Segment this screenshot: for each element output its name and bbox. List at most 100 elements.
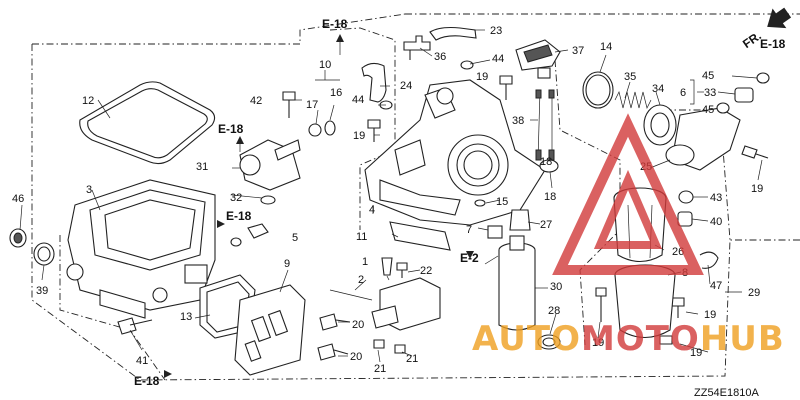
callout-19f: 19 — [592, 337, 604, 349]
callout-17: 17 — [306, 99, 318, 111]
watermark-hub: HUB — [700, 319, 785, 359]
callout-31: 31 — [196, 161, 208, 173]
callout-19e: 19 — [690, 347, 702, 359]
callout-30: 30 — [550, 281, 562, 293]
part-3-chamber-body — [66, 179, 216, 319]
part-2-pin — [329, 289, 373, 301]
part-40-cap — [677, 211, 693, 227]
callout-38: 38 — [512, 115, 524, 127]
callout-18: 18 — [544, 191, 556, 203]
callout-19c: 19 — [751, 183, 763, 195]
callout-28: 28 — [548, 305, 560, 317]
callout-6: 6 — [680, 87, 686, 99]
part-41-bolt — [117, 317, 153, 335]
callout-46: 46 — [12, 193, 24, 205]
callout-4: 4 — [369, 204, 375, 216]
reference-labels: E-18 E-18 E-18 E-18 E-18 E-2 FR. ZZ54E18… — [134, 17, 786, 399]
part-19-bolts — [367, 75, 769, 345]
part-25-housing — [665, 107, 741, 171]
part-5-sensor — [230, 223, 269, 247]
watermark-moto: MOTO — [581, 319, 700, 359]
callout-19: 19 — [476, 71, 488, 83]
ref-e18-bottom: E-18 — [134, 374, 160, 388]
watermark-brand: AUTOMOTOHUB — [472, 319, 785, 359]
callout-2: 2 — [358, 274, 364, 286]
part-4-throttle-body — [364, 79, 546, 226]
part-34-filter — [643, 104, 677, 146]
ref-e18-right: E-18 — [760, 37, 786, 51]
callout-35: 35 — [624, 71, 636, 83]
ref-e18-top: E-18 — [322, 17, 348, 31]
callout-14: 14 — [600, 41, 612, 53]
callout-5: 5 — [292, 232, 298, 244]
assembly-frames — [31, 12, 800, 381]
callout-21b: 21 — [374, 363, 386, 375]
part-37-connector — [515, 39, 561, 79]
leader-lines — [19, 29, 763, 363]
callout-9: 9 — [284, 258, 290, 270]
part-20-bolts — [317, 313, 351, 361]
watermark: AUTOMOTOHUB — [472, 113, 785, 359]
part-1-injector — [381, 257, 393, 276]
part-31-regulator — [239, 139, 301, 191]
part-17-washer — [308, 123, 322, 137]
part-30-fuel-pump — [498, 235, 536, 331]
part-24-hose — [361, 62, 387, 103]
callout-15: 15 — [496, 196, 508, 208]
callout-27: 27 — [540, 219, 552, 231]
callout-18b: 18 — [540, 156, 552, 168]
callout-36: 36 — [434, 51, 446, 63]
part-39-grommet — [33, 242, 55, 266]
callout-42: 42 — [250, 95, 262, 107]
callout-19d: 19 — [704, 309, 716, 321]
front-direction-arrow — [767, 7, 792, 29]
callout-23: 23 — [490, 25, 502, 37]
part-35-spring — [614, 90, 652, 110]
reference-arrows — [164, 34, 474, 378]
callout-19b: 19 — [353, 130, 365, 142]
callout-16: 16 — [330, 87, 342, 99]
part-33-fitting — [734, 87, 754, 103]
part-18-seal — [539, 159, 559, 173]
callout-13: 13 — [180, 311, 192, 323]
part-23-hose — [429, 26, 477, 41]
part-45-seals — [716, 72, 770, 114]
callout-47: 47 — [710, 280, 722, 292]
callout-45: 45 — [702, 70, 714, 82]
part-12-gasket — [79, 81, 216, 165]
part-32-oring — [260, 195, 276, 205]
callout-41: 41 — [136, 355, 148, 367]
part-21-bolts — [373, 339, 406, 354]
callout-29: 29 — [748, 287, 760, 299]
part-14-oring — [582, 71, 614, 109]
callout-33: 33 — [704, 87, 716, 99]
ref-e18-mid: E-18 — [226, 209, 252, 223]
callout-20b: 20 — [350, 351, 362, 363]
part-9-cover — [234, 284, 306, 376]
callout-34: 34 — [652, 83, 664, 95]
watermark-logo-mark — [552, 113, 704, 275]
callout-10: 10 — [319, 59, 331, 71]
callout-40: 40 — [710, 216, 722, 228]
diagram-code: ZZ54E1810A — [694, 387, 759, 399]
callout-22: 22 — [420, 265, 432, 277]
callout-24: 24 — [400, 80, 412, 92]
connector-block — [371, 277, 441, 331]
callout-3: 3 — [86, 184, 92, 196]
callout-1: 1 — [362, 256, 368, 268]
part-22-bolt — [396, 262, 408, 278]
part-11-bracket — [389, 221, 451, 251]
callout-labels: 1 2 3 4 5 6 7 8 10 11 12 13 14 15 16 17 … — [12, 25, 763, 375]
part-36-tee — [403, 35, 431, 60]
callout-21: 21 — [406, 353, 418, 365]
part-46-cap — [9, 228, 27, 248]
ref-e2: E-2 — [460, 251, 479, 265]
callout-37: 37 — [572, 45, 584, 57]
callout-12: 12 — [82, 95, 94, 107]
part-27-filter — [509, 209, 531, 231]
callout-44: 44 — [492, 53, 504, 65]
ref-e18-left: E-18 — [218, 122, 244, 136]
callout-11: 11 — [356, 231, 367, 243]
callout-39: 39 — [36, 285, 48, 297]
callout-45b: 45 — [702, 104, 714, 116]
